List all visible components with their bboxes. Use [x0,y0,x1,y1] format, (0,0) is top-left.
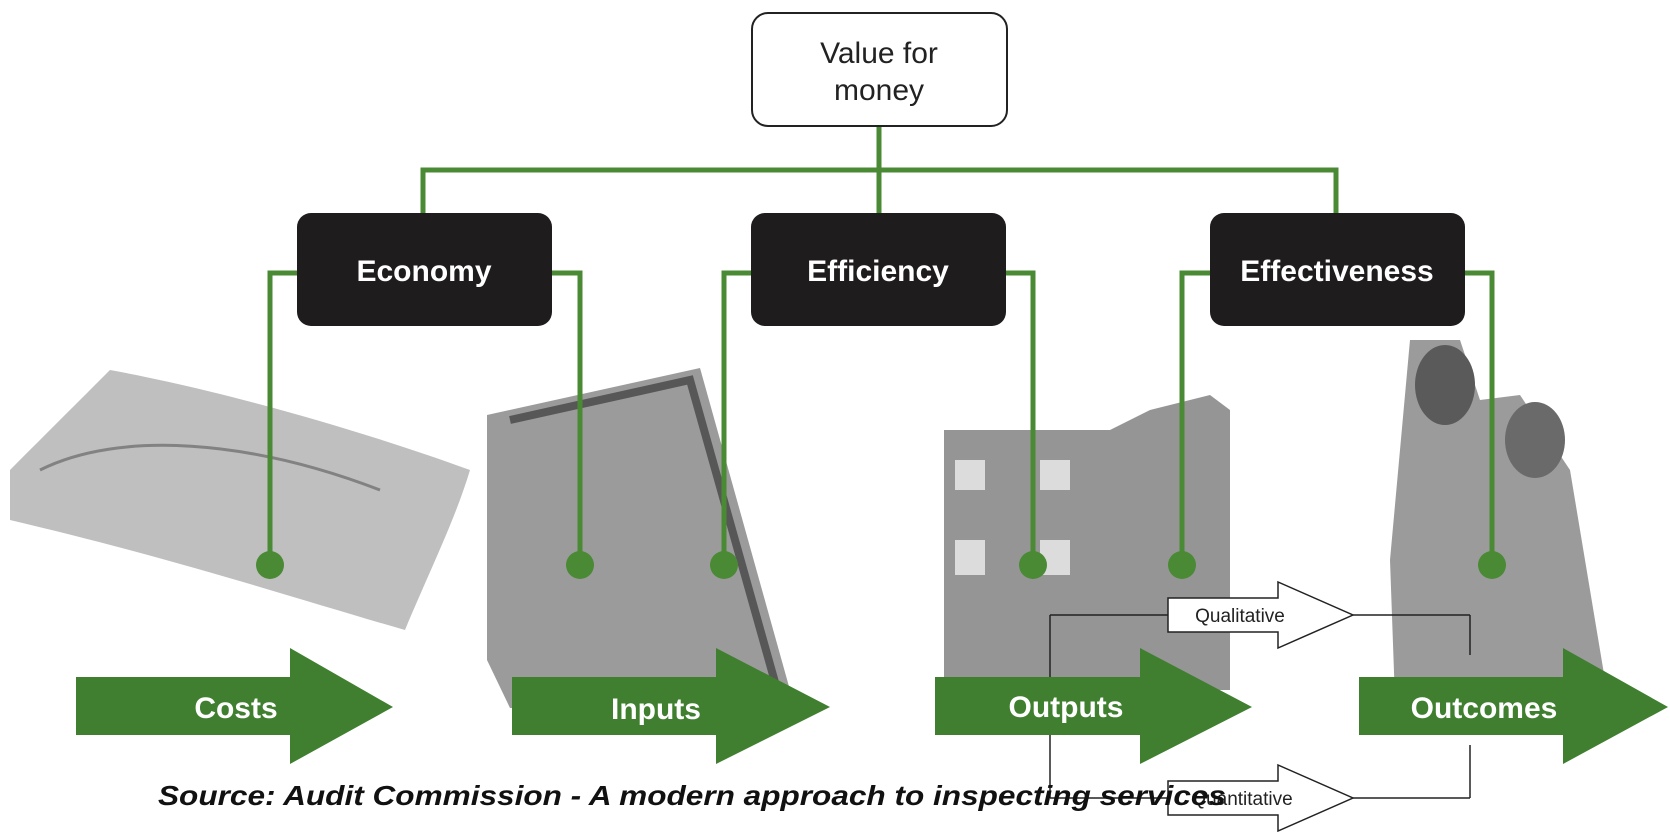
outcomes-label: Outcomes [1411,692,1558,725]
efficiency-label: Efficiency [807,255,949,288]
qualitative-label: Qualitative [1195,606,1285,627]
costs-arrow [76,648,393,764]
top-connectors [420,127,1339,213]
banknote-photo [10,370,470,630]
economy-label: Economy [356,255,491,288]
qualitative-arrow [1167,580,1355,650]
effectiveness-box [1210,213,1465,326]
building-photo [944,395,1230,690]
effectiveness-label: Effectiveness [1240,255,1433,288]
source-caption: Source: Audit Commission - A modern appr… [158,780,1226,811]
value-for-money-box [751,12,1008,127]
quantitative-label: Quantitative [1191,789,1292,810]
economy-box [297,213,552,326]
outcomes-arrow [1359,648,1668,764]
family-photo [1390,340,1605,700]
outputs-arrow [935,648,1252,764]
costs-label: Costs [194,692,277,725]
worker-photo [487,368,795,708]
value-for-money-line1: Value for [820,37,938,70]
measure-brackets [1049,614,1471,799]
connector-dots [256,551,1506,579]
quantitative-arrow [1167,763,1355,832]
inputs-label: Inputs [611,693,701,726]
inputs-arrow [512,648,830,764]
category-connectors [267,270,1495,565]
value-for-money-line2: money [834,74,924,107]
outputs-label: Outputs [1009,691,1124,724]
efficiency-box [751,213,1006,326]
